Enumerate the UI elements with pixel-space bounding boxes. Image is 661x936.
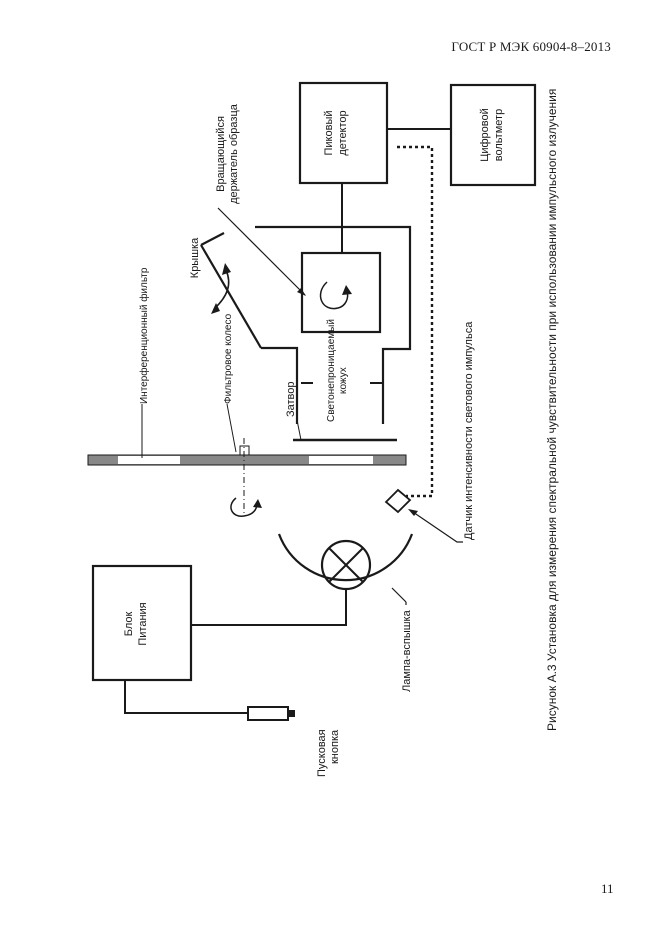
figure-caption: Рисунок А.3 Установка для измерения спек… (545, 89, 559, 731)
peak-detector-box (298, 81, 389, 185)
start-button-cap (288, 710, 295, 717)
sensor-leader-arrow (408, 509, 418, 516)
button-wire (124, 680, 248, 714)
flash-lamp-label: Лампа-вспышка (401, 609, 413, 692)
filter-window-1 (118, 456, 180, 464)
holder-rotation-arrow (319, 281, 349, 310)
start-button-label-2: кнопка (329, 729, 341, 764)
filter-wheel-leader (226, 403, 237, 453)
lamp-cross-2 (328, 547, 364, 583)
peak-detector-label: Пиковый (323, 111, 335, 156)
document-header: ГОСТ Р МЭК 60904-8–2013 (451, 39, 611, 54)
filter-window-2 (309, 456, 373, 464)
intensity-sensor (384, 488, 412, 514)
lid-line (200, 244, 262, 349)
sensor-leader (409, 509, 463, 543)
housing-label: Светонепроницаемый (326, 319, 337, 422)
holder-label: Вращающийся (215, 116, 227, 192)
digital-voltmeter-box (449, 83, 537, 187)
filter-wheel-label: Фильтровое колесо (223, 313, 234, 404)
lid-edge (200, 232, 225, 246)
holder-leader-arrow (297, 288, 306, 296)
lid-label: Крышка (189, 237, 201, 278)
sensor-signal-dotted-line (397, 145, 434, 498)
start-button-label: Пусковая (316, 729, 328, 777)
lid-arrow-head-2 (211, 303, 220, 314)
lamp-power-wire (191, 589, 347, 626)
start-button-body (247, 706, 289, 721)
lid-arrow-head-1 (222, 263, 231, 275)
lamp-leader (391, 587, 407, 603)
wheel-arrow-head (253, 499, 262, 508)
intensity-sensor-label: Датчик интенсивности светового импульса (463, 321, 475, 540)
housing-lower-wall (261, 346, 299, 424)
housing-outline (255, 225, 412, 424)
holder-arrow-head (342, 285, 352, 295)
holder-leader (217, 207, 306, 296)
peak-detector-label-2: детектор (337, 110, 349, 155)
power-supply-label-2: Питания (137, 602, 149, 645)
holder-label-2: держатель образца (228, 103, 240, 204)
housing-label-2: кожух (338, 367, 349, 394)
page-number: 11 (601, 881, 614, 896)
wheel-rotation-arrow (230, 497, 258, 517)
power-supply-box (91, 564, 193, 682)
interference-filter-label: Интерференционный фильтр (138, 267, 150, 404)
voltmeter-label: Цифровой (479, 108, 491, 162)
voltmeter-label-2: вольтметр (493, 109, 505, 161)
power-supply-label: Блок (123, 612, 135, 637)
shutter-leader (296, 419, 302, 441)
sample-holder-box (300, 251, 382, 334)
shutter-label: Затвор (285, 381, 297, 417)
reflector-arc (277, 533, 414, 582)
